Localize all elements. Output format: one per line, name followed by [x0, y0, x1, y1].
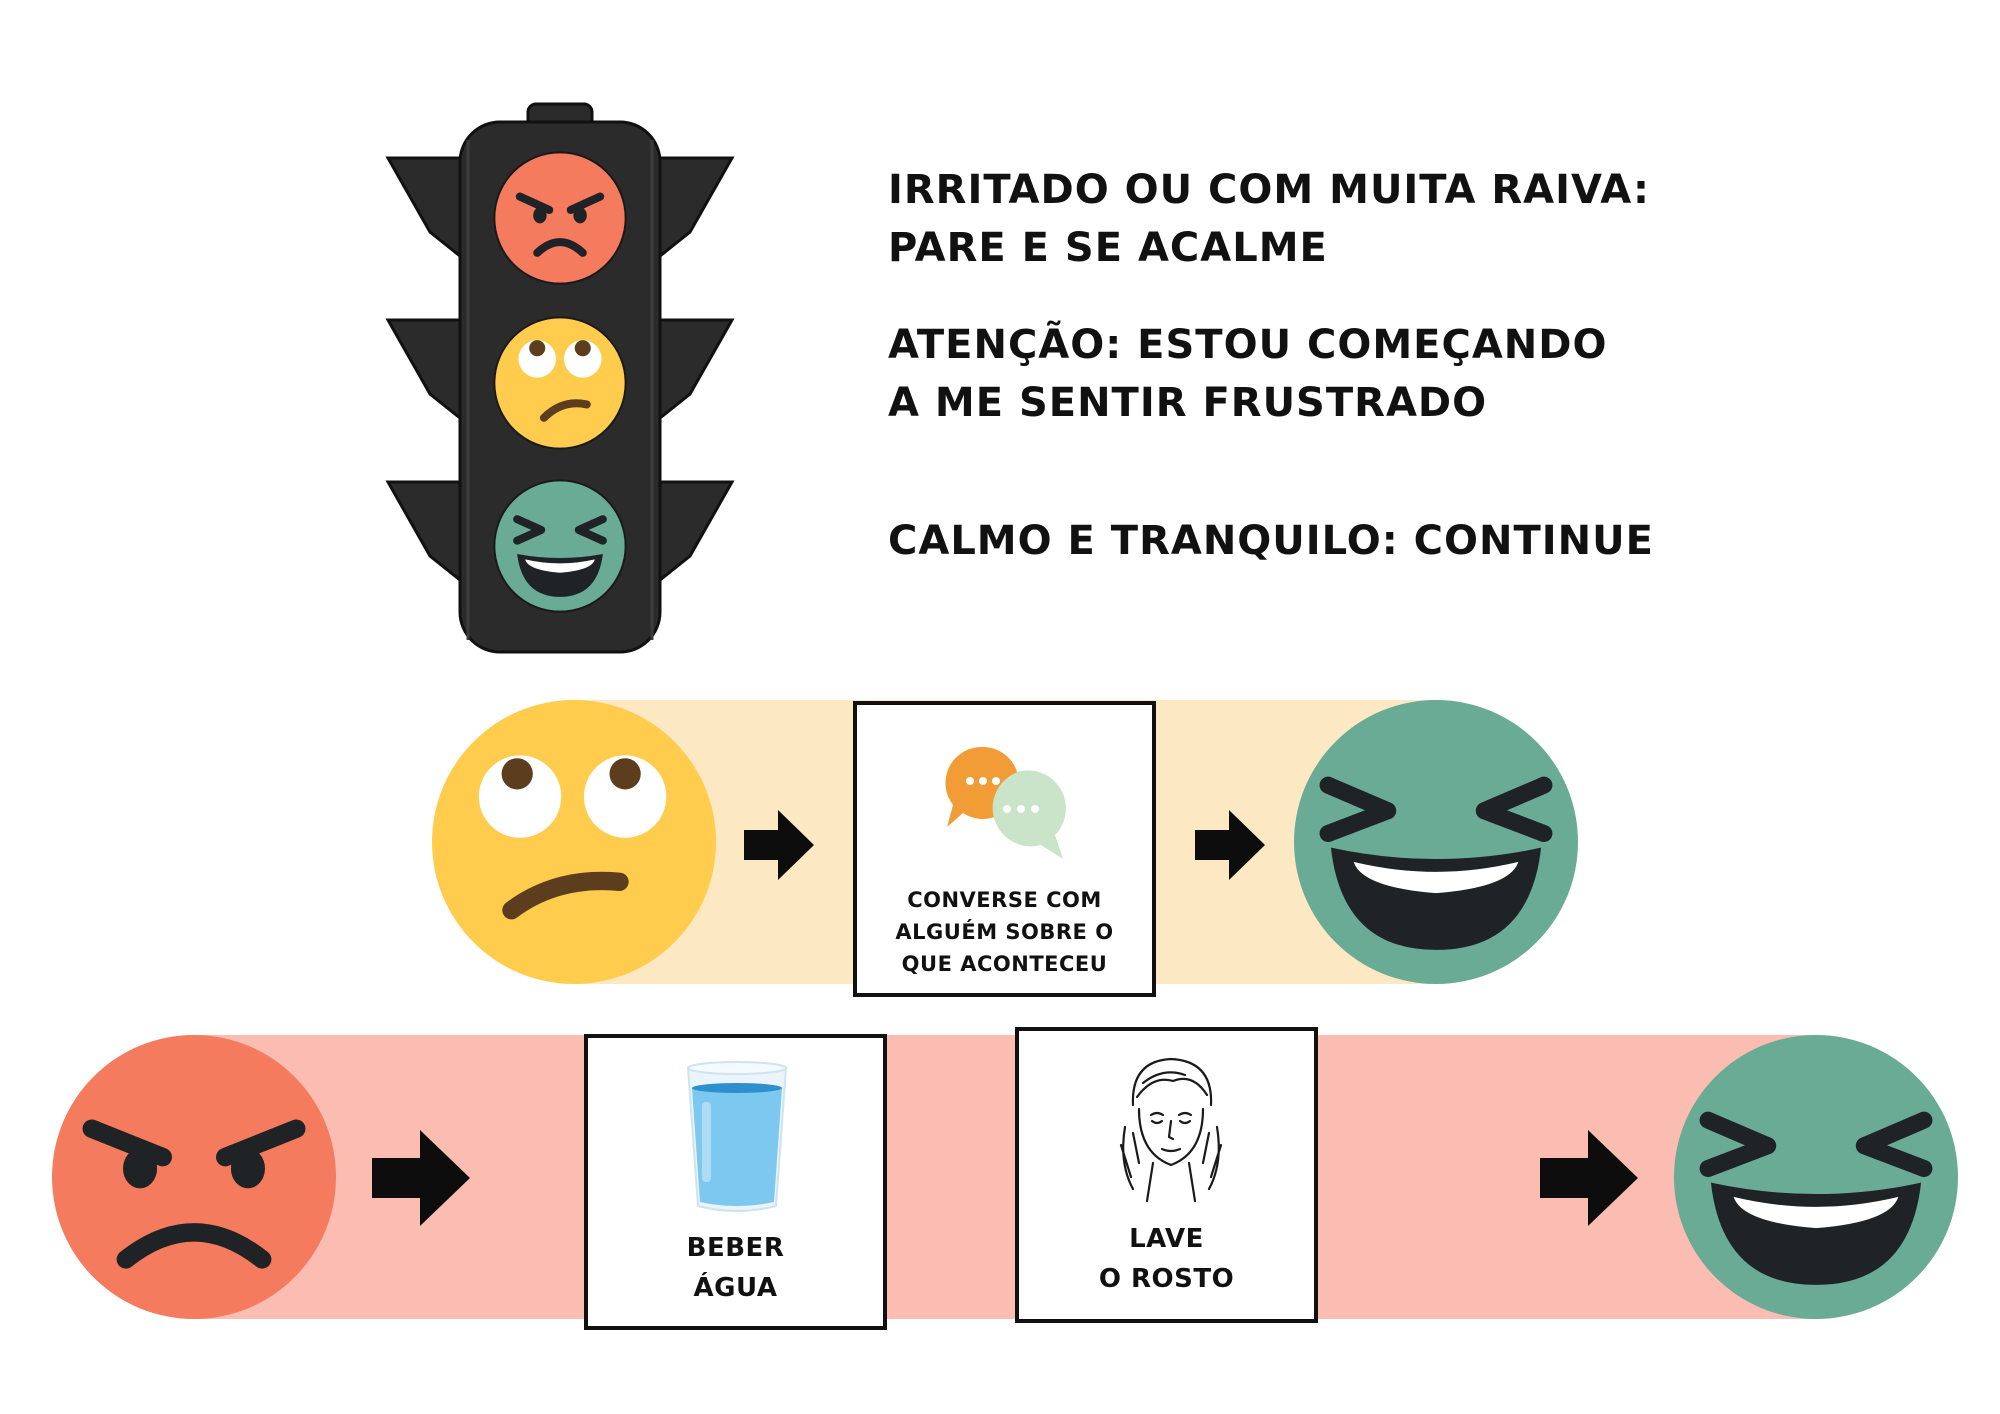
- arrow-right-icon: [742, 808, 816, 882]
- water-glass-icon: [682, 1058, 792, 1218]
- arrow-right-icon: [370, 1128, 472, 1228]
- arrow-right-icon: [1538, 1128, 1640, 1228]
- chat-bubbles-icon: [941, 741, 1071, 871]
- talk-strategy-line1: CONVERSE COM: [907, 888, 1102, 912]
- drink-water-line2: ÁGUA: [693, 1273, 778, 1303]
- legend-red-line1: IRRITADO OU COM MUITA RAIVA:: [888, 167, 1650, 213]
- angry-face-icon: [52, 1035, 336, 1319]
- talk-strategy-line3: QUE ACONTECEU: [901, 952, 1108, 976]
- drink-water-line1: BEBER: [686, 1233, 785, 1263]
- laughing-face-icon: [493, 479, 627, 613]
- eye-roll-face-icon: [493, 316, 627, 450]
- talk-strategy-line2: ALGUÉM SOBRE O: [895, 920, 1114, 944]
- angry-face-icon: [493, 151, 627, 285]
- wash-face-line1: LAVE: [1129, 1224, 1204, 1254]
- legend-yellow-line2: A ME SENTIR FRUSTRADO: [888, 380, 1488, 426]
- legend-yellow-line1: ATENÇÃO: ESTOU COMEÇANDO: [888, 322, 1608, 368]
- laughing-face-icon: [1294, 700, 1578, 984]
- eye-roll-face-icon: [432, 700, 716, 984]
- legend-green-line1: CALMO E TRANQUILO: CONTINUE: [888, 518, 1654, 564]
- laughing-face-icon: [1674, 1035, 1958, 1319]
- face-washing-icon: [1113, 1053, 1229, 1203]
- legend-red-line2: PARE E SE ACALME: [888, 225, 1328, 271]
- wash-face-card: LAVE O ROSTO: [1015, 1027, 1318, 1323]
- drink-water-card: BEBER ÁGUA: [584, 1034, 887, 1330]
- talk-strategy-card: CONVERSE COM ALGUÉM SOBRE O QUE ACONTECE…: [853, 701, 1156, 997]
- wash-face-line2: O ROSTO: [1098, 1264, 1235, 1294]
- arrow-right-icon: [1193, 808, 1267, 882]
